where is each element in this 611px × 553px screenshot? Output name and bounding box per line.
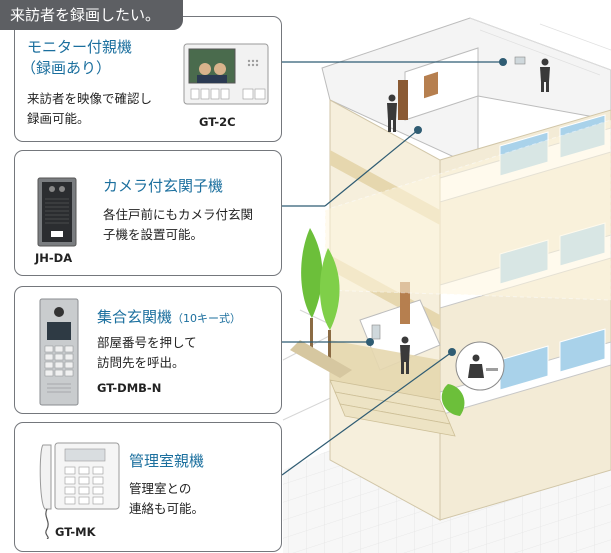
lobby-panel [371, 324, 381, 340]
resident-person [540, 58, 550, 92]
camera-device-image [37, 177, 77, 247]
manager-title: 管理室親機 [129, 452, 205, 470]
upper-visitor-person [387, 94, 397, 132]
header-tab: 来訪者を録画したい。 [0, 0, 183, 30]
monitor-model-label: GT-2C [199, 115, 236, 129]
entrance-title-main: 集合玄関機 [97, 308, 173, 326]
entrance-desc-line2: 訪問先を呼出。 [97, 355, 185, 370]
entrance-desc-line1: 部屋番号を押して [97, 335, 197, 350]
manager-device-image [39, 442, 120, 539]
entrance-title-note: （10キー式） [172, 312, 242, 325]
entrance-model-label: GT-DMB-N [97, 381, 162, 395]
card-entrance: 集合玄関機（10キー式） 部屋番号を押して 訪問先を呼出。 GT-DMB-N [14, 286, 282, 414]
card-monitor: モニター付親機 （録画あり） 来訪者を映像で確認し 録画可能。 GT-2C [14, 16, 282, 142]
entrance-visitor-person [400, 336, 410, 374]
entrance-title: 集合玄関機（10キー式） [97, 307, 241, 329]
camera-desc-line1: 各住戸前にもカメラ付玄関 [103, 207, 254, 222]
trees [290, 228, 465, 416]
connector-lines [281, 61, 503, 476]
monitor-title-line1: モニター付親機 [27, 38, 133, 56]
manager-model-label: GT-MK [55, 525, 96, 539]
camera-desc-line2: 子機を設置可能。 [103, 227, 204, 242]
card-camera: JH-DA カメラ付玄関子機 各住戸前にもカメラ付玄関 子機を設置可能。 [14, 150, 282, 276]
entrance-door [400, 282, 410, 324]
monitor-desc-line1: 来訪者を映像で確認し [27, 91, 153, 106]
manager-desc-line2: 連絡も可能。 [129, 501, 205, 516]
monitor-title-line2: （録画あり） [21, 59, 112, 77]
entrance-device-image [39, 298, 79, 406]
upper-door [398, 80, 408, 120]
connector-dots [366, 58, 507, 356]
card-manager: 管理室親機 管理室との 連絡も可能。 GT-MK [14, 422, 282, 552]
top-floor-door-1 [424, 71, 438, 99]
monitor-device-image [183, 43, 269, 105]
manager-desc-line1: 管理室との [129, 481, 192, 496]
camera-title: カメラ付玄関子機 [103, 177, 224, 195]
monitor-desc-line2: 録画可能。 [27, 111, 90, 126]
roof-grid [469, 17, 611, 76]
manager-room-inset [455, 341, 505, 391]
top-monitor-panel [514, 56, 526, 65]
camera-model-label: JH-DA [35, 251, 73, 265]
